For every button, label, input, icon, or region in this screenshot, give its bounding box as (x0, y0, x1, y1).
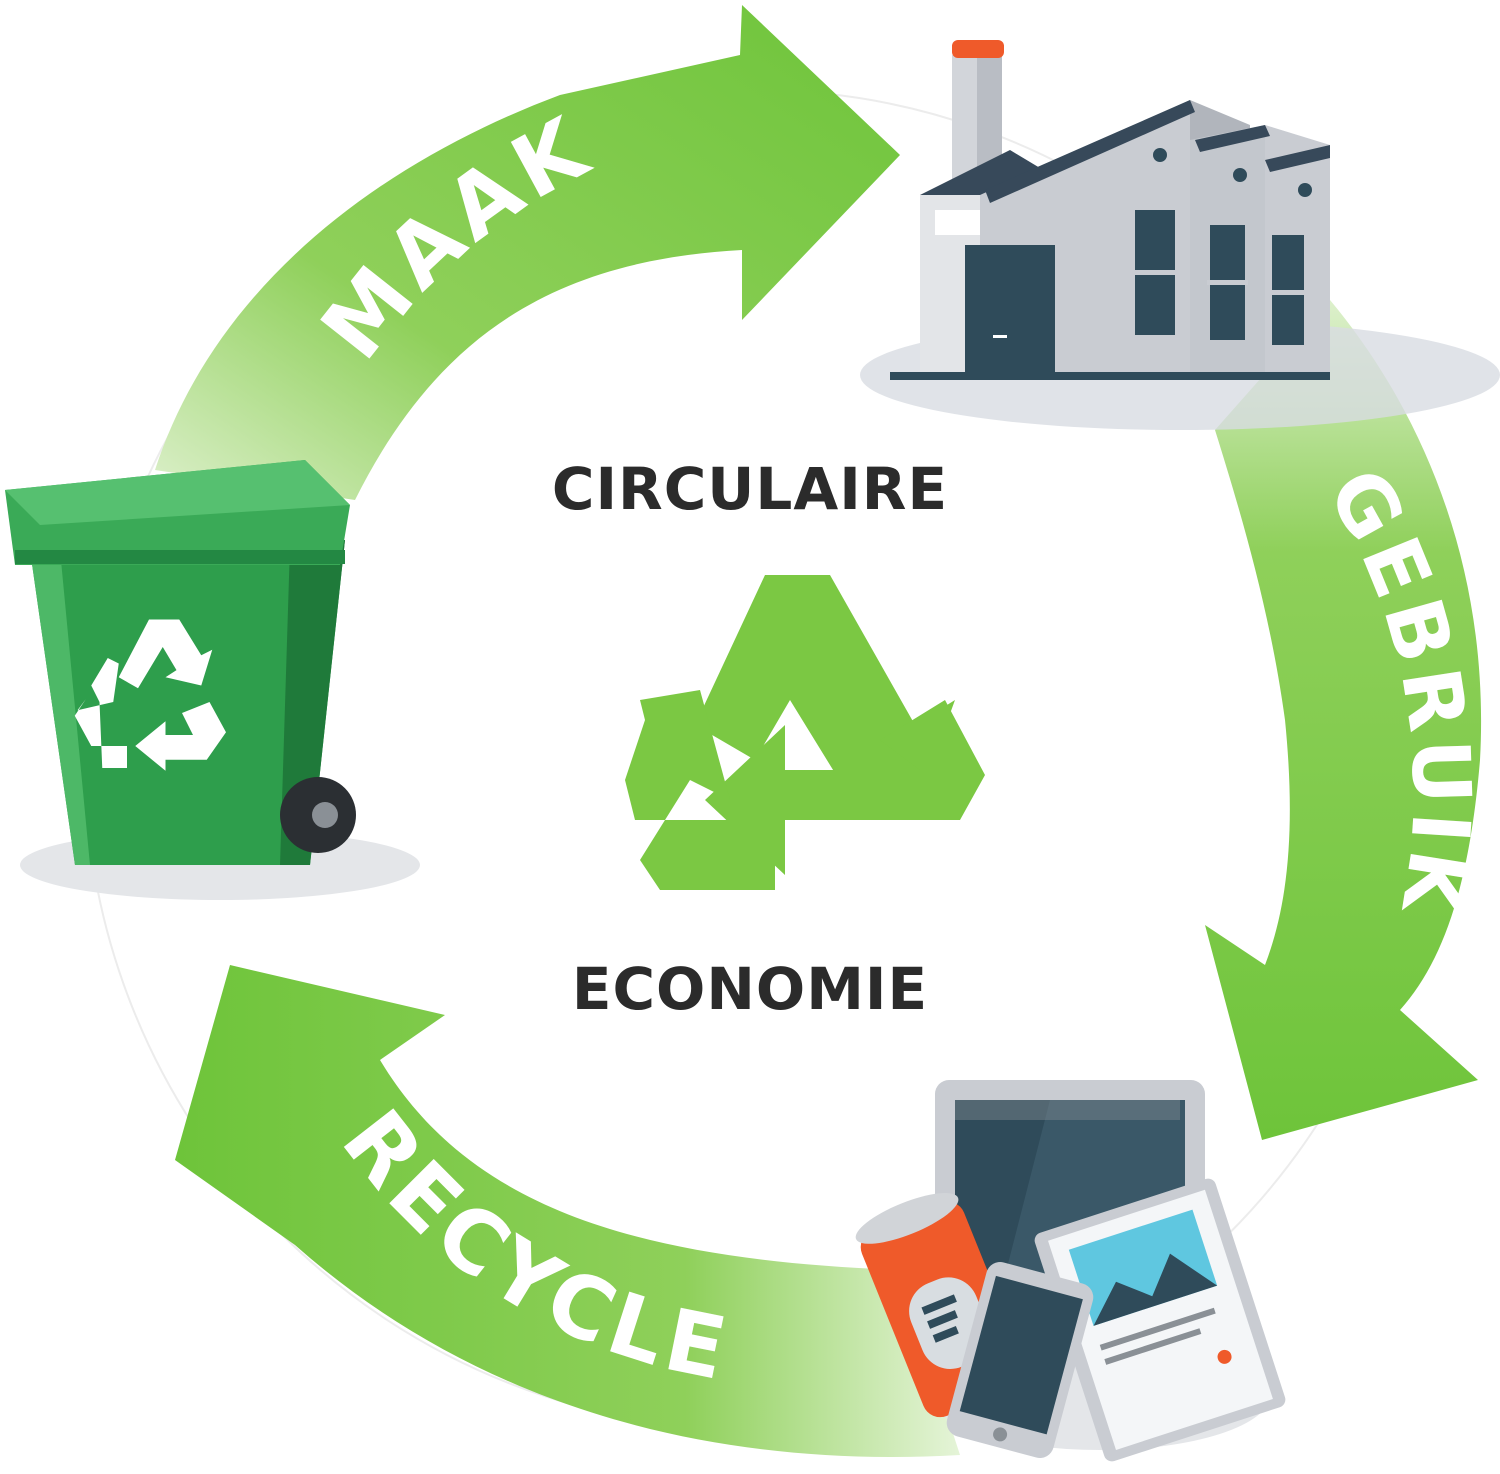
arrow-gebruik: GEBRUIK (1205, 300, 1482, 1140)
arrow-maak: MAAK (155, 5, 900, 500)
center-title-bottom: ECONOMIE (571, 955, 929, 1023)
center-title-top: CIRCULAIRE (551, 455, 949, 523)
arrow-recycle: RECYCLE (175, 965, 960, 1457)
recycle-bin-icon (5, 460, 420, 900)
products-icon (855, 1080, 1286, 1462)
recycle-symbol-icon (625, 575, 985, 890)
factory-icon (860, 40, 1500, 430)
